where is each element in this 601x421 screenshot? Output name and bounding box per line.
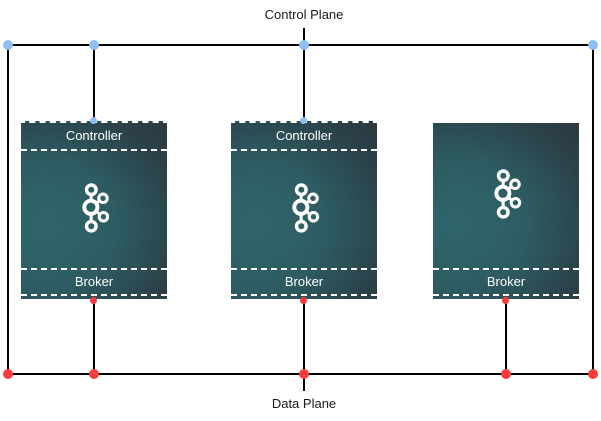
node2-logo-area <box>231 151 377 268</box>
node1-controller-section: Controller <box>21 123 167 151</box>
kafka-node-1: Controller Broker <box>19 121 169 301</box>
data-plane-dot-node3 <box>501 369 511 379</box>
node2-controller-port-dot <box>300 117 307 124</box>
connector-node2-dataplane <box>303 300 305 374</box>
data-plane-label-text: Data Plane <box>271 396 337 411</box>
control-plane-dot-node1 <box>89 40 99 50</box>
connector-controlplane-node1 <box>93 45 95 121</box>
node1-broker-section: Broker <box>21 268 167 296</box>
control-plane-label-text: Control Plane <box>264 7 344 22</box>
node3-logo-area <box>433 123 579 268</box>
kafka-icon <box>494 168 522 219</box>
kafka-node-3: Broker <box>431 121 581 301</box>
control-plane-dot-left-edge <box>3 40 13 50</box>
node1-controller-port-dot <box>90 117 97 124</box>
connector-control-label <box>303 27 305 45</box>
data-plane-dot-node1 <box>89 369 99 379</box>
connector-data-label <box>303 373 305 391</box>
node2-broker-section: Broker <box>231 268 377 296</box>
node3-broker-section: Broker <box>433 268 579 296</box>
kafka-node-2: Controller Broker <box>229 121 379 301</box>
kafka-icon <box>292 182 320 233</box>
control-plane-dot-node2 <box>299 40 309 50</box>
control-plane-dot-right-edge <box>588 40 598 50</box>
node2-broker-port-dot <box>300 297 307 304</box>
kafka-icon <box>82 182 110 233</box>
node1-broker-port-dot <box>90 297 97 304</box>
data-plane-dot-left-edge <box>3 369 13 379</box>
connector-node1-dataplane <box>93 300 95 374</box>
data-plane-label: Data Plane <box>261 391 347 417</box>
control-plane-label: Control Plane <box>254 2 354 28</box>
node2-controller-section: Controller <box>231 123 377 151</box>
connector-controlplane-node2 <box>303 45 305 121</box>
node1-logo-area <box>21 151 167 268</box>
node3-broker-port-dot <box>502 297 509 304</box>
connector-node3-dataplane <box>505 300 507 374</box>
data-plane-dot-right-edge <box>588 369 598 379</box>
data-plane-dot-node2 <box>299 369 309 379</box>
